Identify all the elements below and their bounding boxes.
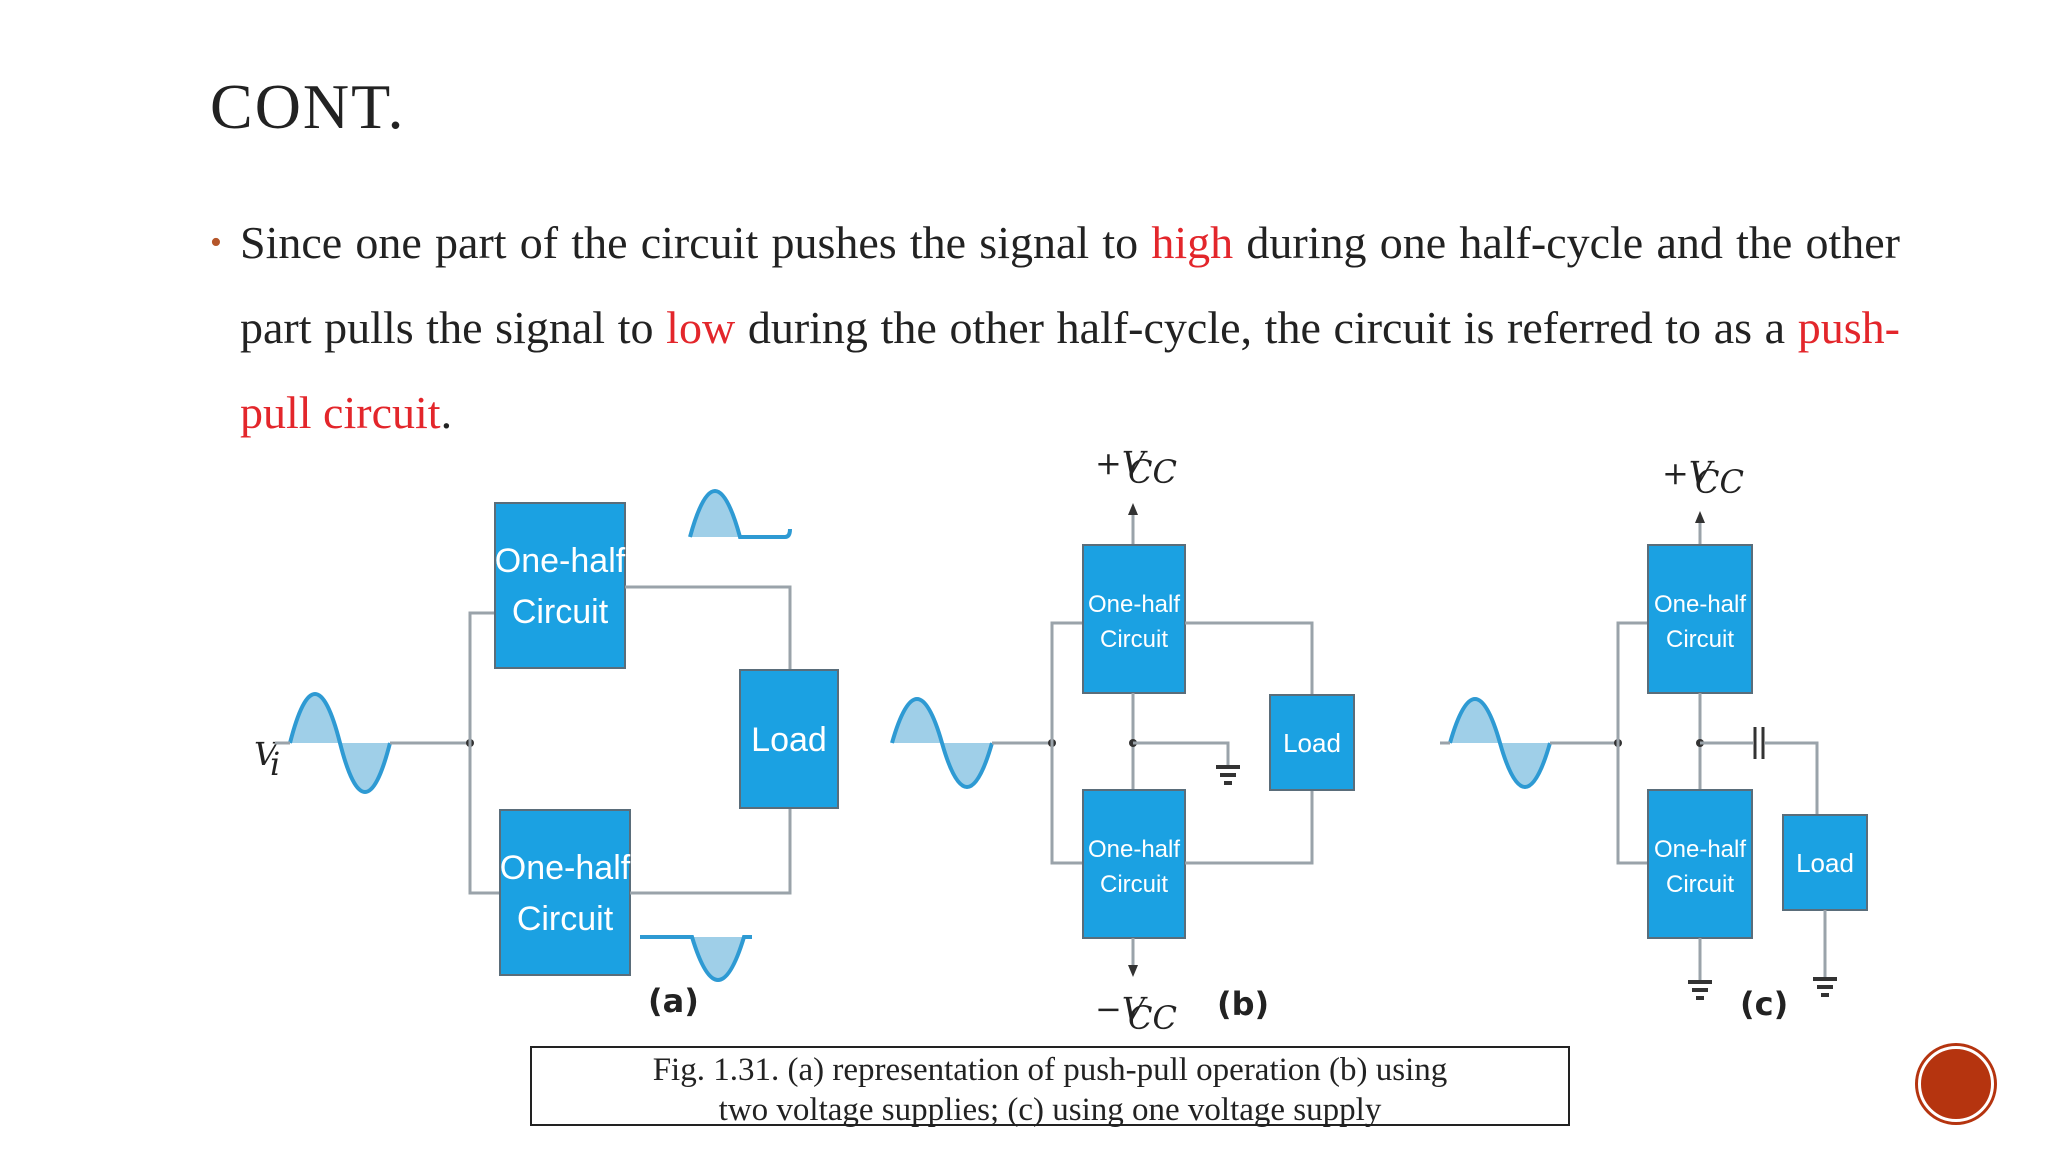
panel-a-label: (a)	[648, 982, 699, 1020]
push-pull-diagram: V i One-half Circuit One-half Circuit Lo…	[254, 445, 1868, 1035]
wire-cap-to-load	[1765, 741, 1819, 815]
load-label: Load	[751, 721, 827, 759]
panel-c: +V CC One-half Circuit Load	[1440, 454, 1868, 1023]
one-half-circuit-top-c	[1647, 544, 1753, 694]
wire-top-to-load	[625, 585, 792, 670]
caption-line-1: Fig. 1.31. (a) representation of push-pu…	[652, 1052, 1448, 1088]
bullet-part-3: during the other half-cycle, the circuit…	[735, 302, 1798, 353]
block-label-line2: Circuit	[1666, 626, 1734, 653]
vcc-neg-label-b: −V	[1095, 990, 1148, 1028]
block-label-line1: One-half	[1088, 591, 1180, 618]
bullet-text: Since one part of the circuit pushes the…	[240, 200, 1900, 455]
negative-half-wave-icon	[640, 935, 752, 982]
arrow-up-icon	[1695, 511, 1705, 523]
vcc-pos-sub-c: CC	[1695, 463, 1744, 501]
highlight-push-pull: push-pull circuit	[240, 302, 1900, 438]
panel-b-label: (b)	[1217, 985, 1269, 1023]
block-label-line2: Circuit	[1100, 871, 1168, 898]
figure-caption: Fig. 1.31. (a) representation of push-pu…	[530, 1046, 1570, 1128]
arrow-up-icon	[1128, 503, 1138, 515]
ground-icon	[1216, 765, 1240, 785]
capacitor-icon	[1753, 727, 1765, 759]
vi-subscript: i	[270, 745, 280, 783]
wire-to-ground-b	[1133, 741, 1230, 765]
vcc-pos-label-c: +V	[1662, 454, 1715, 492]
one-half-circuit-top-b	[1082, 544, 1186, 694]
panel-b: +V CC One-half Circuit One-half Circuit	[890, 445, 1355, 1035]
block-label-line2: Circuit	[512, 593, 609, 631]
wire-top-to-load-b	[1185, 621, 1314, 695]
block-label-line2: Circuit	[517, 900, 614, 938]
block-label-line2: Circuit	[1666, 871, 1734, 898]
one-half-circuit-bottom-a	[499, 809, 631, 976]
highlight-low: low	[666, 302, 736, 353]
highlight-high: high	[1151, 217, 1234, 268]
bullet-part-4: .	[440, 387, 453, 438]
bullet-part-1: Since one part of the circuit pushes the…	[240, 217, 1152, 268]
one-half-circuit-top-a	[494, 502, 626, 669]
positive-half-wave-icon	[688, 489, 792, 539]
input-sine-wave-icon	[1448, 697, 1552, 789]
circle-nav-icon[interactable]	[1918, 1046, 1994, 1122]
wire-bottom-to-load	[630, 807, 792, 895]
input-sine-wave-icon	[288, 692, 392, 794]
wire-split-b	[1050, 621, 1083, 865]
wire-bottom-to-load-b	[1185, 790, 1314, 865]
block-label-line1: One-half	[500, 849, 631, 887]
bullet-dot-icon: •	[210, 224, 222, 261]
vcc-neg-sub-b: CC	[1128, 999, 1177, 1035]
load-block-a	[739, 669, 839, 809]
vi-label: V	[254, 735, 280, 773]
block-label-line1: One-half	[1088, 836, 1180, 863]
caption-line-2: two voltage supplies; (c) using one volt…	[718, 1092, 1382, 1128]
load-label: Load	[1796, 848, 1854, 878]
input-sine-wave-icon	[890, 697, 994, 789]
panel-c-label: (c)	[1740, 985, 1788, 1023]
wire-split-c	[1616, 621, 1650, 865]
block-label-line1: One-half	[495, 542, 626, 580]
one-half-circuit-bottom-b	[1082, 789, 1186, 939]
bullet-part-2: during one half-cycle and the other part…	[240, 217, 1901, 353]
arrow-down-icon	[1128, 965, 1138, 977]
wire-split-a	[468, 611, 500, 895]
block-label-line2: Circuit	[1100, 626, 1168, 653]
vcc-pos-label-b: +V	[1095, 445, 1148, 482]
load-label: Load	[1283, 728, 1341, 758]
ground-icon	[1688, 980, 1712, 1000]
panel-a: V i One-half Circuit One-half Circuit Lo…	[254, 489, 839, 1020]
bullet-paragraph: • Since one part of the circuit pushes t…	[210, 200, 1900, 455]
block-label-line1: One-half	[1654, 591, 1746, 618]
slide-title: CONT.	[210, 71, 406, 142]
push-pull-figure: V i One-half Circuit One-half Circuit Lo…	[240, 445, 1890, 1035]
one-half-circuit-bottom-c	[1647, 789, 1753, 939]
ground-icon	[1813, 977, 1837, 997]
block-label-line1: One-half	[1654, 836, 1746, 863]
vcc-pos-sub-b: CC	[1128, 453, 1177, 491]
load-block-b	[1269, 694, 1355, 791]
load-block-c	[1782, 814, 1868, 911]
